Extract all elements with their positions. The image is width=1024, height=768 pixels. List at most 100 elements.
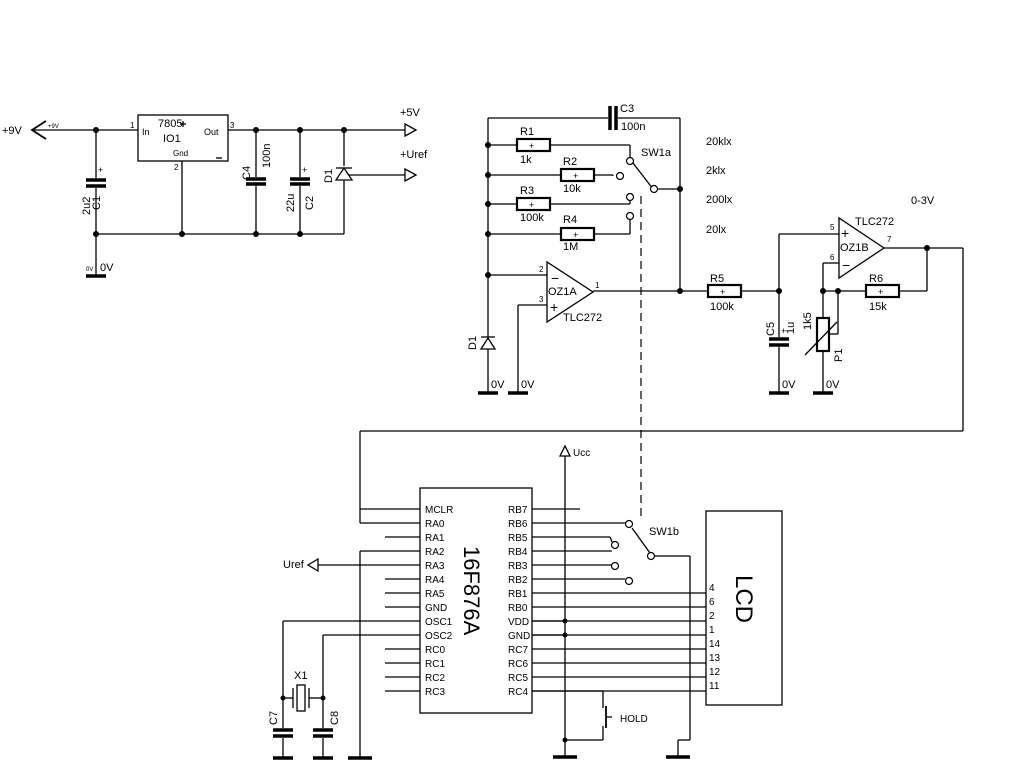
oz1b-type: TLC272 [855, 216, 894, 228]
gnd-small-label: 0V [86, 267, 93, 273]
regulator-out-label: Out [204, 127, 219, 137]
out-uref-arrow-icon [404, 167, 418, 183]
mcu-pin-rb5: RB5 [508, 533, 528, 544]
oz1a-type: TLC272 [563, 312, 602, 324]
c7-ref: C7 [268, 711, 280, 725]
mcu-pin-rc0: RC0 [425, 645, 445, 656]
range-label-2klx: 2klx [706, 165, 726, 177]
r2-ref: R2 [563, 156, 577, 168]
c3-ref: C3 [620, 103, 634, 115]
oz1a-pin1: 1 [595, 281, 600, 290]
mcu-pin-ra4: RA4 [425, 575, 445, 586]
opamp-oz1b [838, 216, 886, 280]
regulator-gnd-label: Gnd [173, 149, 188, 158]
svg-text:+: + [573, 230, 578, 240]
mcu-pin-ra2: RA2 [425, 547, 445, 558]
output-range-label: 0-3V [911, 195, 935, 207]
mcu-pin-ra0: RA0 [425, 519, 445, 530]
lcd-pin-number: 14 [709, 639, 721, 650]
c8-ref: C8 [329, 711, 341, 725]
svg-text:+: + [841, 225, 849, 241]
mcu-pin-rc7: RC7 [508, 645, 528, 656]
p1-ref: P1 [833, 349, 845, 362]
lcd-pin-number: 12 [709, 667, 721, 678]
svg-text:−: − [551, 270, 559, 286]
r5-ref: R5 [710, 273, 724, 285]
out-uref-label: +Uref [400, 149, 428, 161]
mcu-pin-ra1: RA1 [425, 533, 445, 544]
gnd-p1-label: 0V [826, 379, 840, 391]
mcu-pin-ra3: RA3 [425, 561, 445, 572]
svg-text:−: − [842, 257, 850, 273]
uref-label: Uref [283, 559, 305, 571]
d1-ref: D1 [323, 169, 335, 183]
mcu-left-pins: MCLRRA0RA1RA2RA3RA4RA5GNDOSC1OSC2RC0RC1R… [425, 505, 453, 698]
range-label-20lx: 20lx [706, 224, 727, 236]
oz1a-pin2: 2 [539, 265, 544, 274]
lcd-module [705, 510, 783, 706]
transimpedance-section: C3 100n + R1 1k + R2 10k + R3 100k + [467, 103, 733, 520]
svg-text:+: + [529, 200, 534, 210]
ucc-arrow-icon [558, 444, 572, 457]
opamp-oz1a [546, 260, 595, 324]
svg-text:+: + [720, 287, 725, 297]
power-in-label: +9V [2, 125, 23, 137]
power-supply-section: +9V +9V 7805 IO1 In Out Gnd 1 3 2 +5V +U… [2, 107, 428, 278]
mcu-right-pins: RB7RB6RB5RB4RB3RB2RB1RB0VDDGNDRC7RC6RC5R… [508, 505, 530, 698]
c4-ref: C4 [241, 166, 253, 180]
oz1a-pin3: 3 [539, 295, 544, 304]
oz1b-pin6: 6 [830, 253, 835, 262]
mcu-pin-rb2: RB2 [508, 575, 528, 586]
regulator-in-label: In [142, 127, 150, 137]
range-label-20klx: 20klx [706, 136, 732, 148]
oz1a-ref: OZ1A [548, 286, 577, 298]
lcd-pin-number: 2 [709, 611, 715, 622]
svg-text:+: + [302, 165, 307, 175]
mcu-pin-ra5: RA5 [425, 589, 445, 600]
svg-text:+: + [573, 171, 578, 181]
photodiode-d1 [479, 336, 497, 350]
mcu-pin-vdd: VDD [508, 617, 529, 628]
c4-value: 100n [261, 144, 273, 168]
lcd-pin-number: 6 [709, 597, 715, 608]
lcd-pin-number: 4 [709, 583, 715, 594]
lcd-pin-number: 1 [709, 625, 715, 636]
photodiode-ref: D1 [467, 336, 479, 350]
c2-value: 22u [285, 194, 297, 212]
svg-text:+: + [529, 141, 534, 151]
mcu-pin-rb4: RB4 [508, 547, 528, 558]
gnd-c5-label: 0V [782, 379, 796, 391]
lcd-pin-number: 13 [709, 653, 721, 664]
mcu-pin-rb1: RB1 [508, 589, 528, 600]
zener-diode-d1 [334, 166, 354, 181]
regulator-pin1: 1 [130, 121, 135, 130]
crystal-x1 [296, 684, 306, 712]
lcd-label: LCD [730, 575, 757, 623]
potentiometer-p1 [815, 316, 831, 353]
mcu-pin-mclr: MCLR [425, 505, 453, 516]
r1-ref: R1 [520, 126, 534, 138]
mcu-pin-rc2: RC2 [425, 673, 445, 684]
input-arrow-icon [30, 120, 47, 140]
out-5v-label: +5V [400, 107, 421, 119]
c1-value: 2u2 [81, 197, 93, 215]
gnd-photodiode-label: 0V [491, 379, 505, 391]
x1-ref: X1 [294, 670, 307, 682]
gnd-opamp-label: 0V [521, 379, 535, 391]
regulator-ref: IO1 [163, 133, 181, 145]
r1-value: 1k [520, 154, 532, 166]
mcu-pin-rb6: RB6 [508, 519, 528, 530]
mcu-pin-rb0: RB0 [508, 603, 528, 614]
r5-value: 100k [710, 301, 734, 313]
r6-ref: R6 [869, 273, 883, 285]
regulator-type: 7805 [158, 118, 182, 130]
svg-text:+: + [878, 287, 883, 297]
uref-arrow-icon [306, 557, 319, 573]
r4-ref: R4 [563, 214, 577, 226]
p1-value: 1k5 [802, 312, 814, 330]
r4-value: 1M [563, 241, 578, 253]
mcu-name: 16F876A [459, 546, 484, 636]
